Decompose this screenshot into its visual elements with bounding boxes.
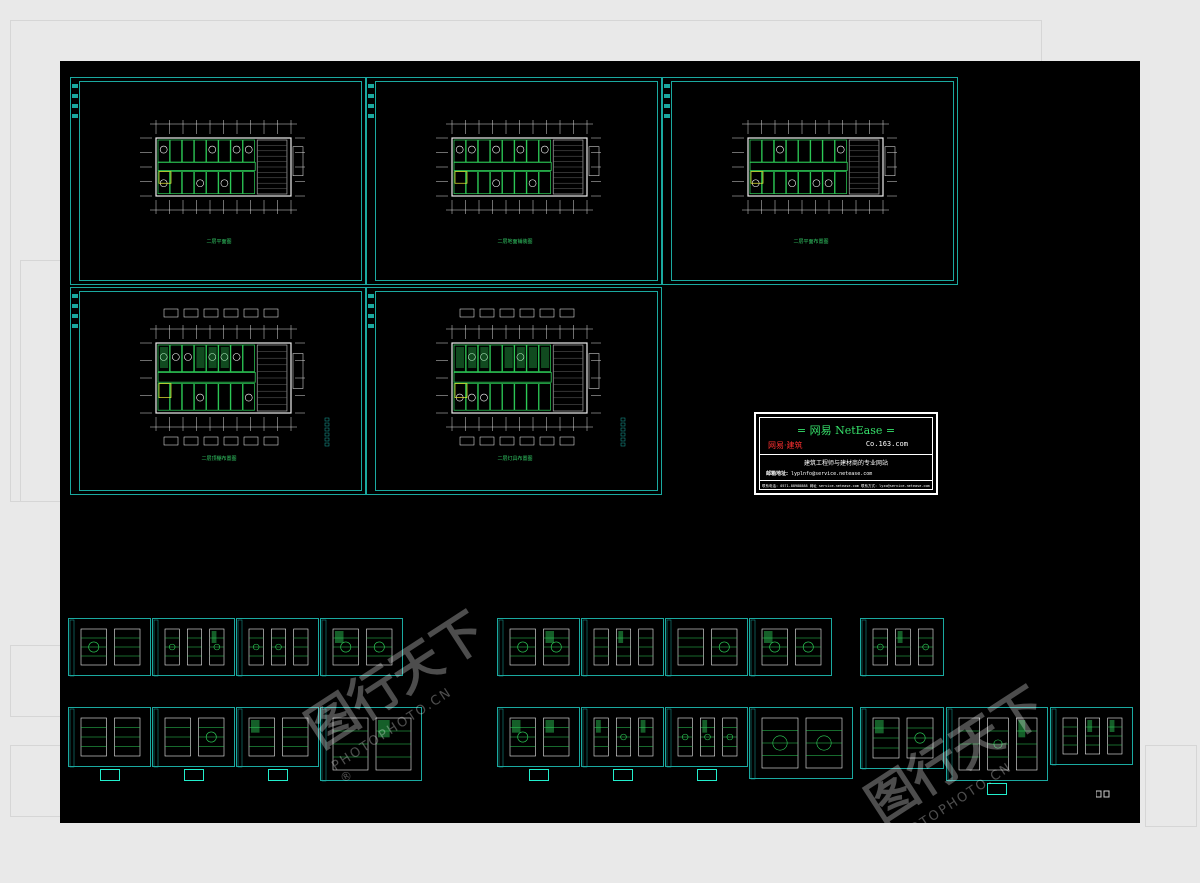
detail-sheet[interactable] xyxy=(665,618,748,677)
detail-sheet[interactable] xyxy=(320,618,403,677)
drawing-number-tag xyxy=(528,769,549,781)
detail-sheet[interactable] xyxy=(497,707,580,768)
detail-sheet[interactable] xyxy=(236,618,319,677)
sheet-caption: 二层顶棚布置图 xyxy=(201,456,237,462)
cad-drawing-canvas[interactable]: 二层平面图 二层地面铺装图 二层平面布置图 二层顶棚布置图 二层灯具布置图 = … xyxy=(60,61,1140,823)
detail-drawing xyxy=(750,619,822,677)
detail-sheet[interactable] xyxy=(946,707,1048,782)
plan-sheet[interactable]: 二层平面图 xyxy=(70,77,366,285)
detail-sheet[interactable] xyxy=(860,707,944,770)
title-block-contact: 邮箱地址:lyplnfo@service.netease.com xyxy=(766,471,873,477)
detail-sheet[interactable] xyxy=(581,618,664,677)
detail-drawing xyxy=(582,708,654,768)
title-block-slogan: 建筑工程师与建材商的专业网站 xyxy=(803,460,888,467)
detail-sheet[interactable] xyxy=(152,618,235,677)
detail-sheet[interactable] xyxy=(1050,707,1133,766)
detail-sheet[interactable] xyxy=(320,707,422,782)
detail-drawing xyxy=(861,619,934,677)
sheet-caption: 二层平面布置图 xyxy=(793,239,829,245)
detail-sheet[interactable] xyxy=(749,618,832,677)
detail-drawing xyxy=(237,708,309,768)
detail-drawing xyxy=(666,619,738,677)
drawing-number-tag xyxy=(987,783,1007,795)
detail-drawing xyxy=(947,708,1038,782)
drawing-number-tag xyxy=(267,769,288,781)
detail-sheet[interactable] xyxy=(860,618,944,677)
detail-drawing xyxy=(237,619,309,677)
drawing-number-tag xyxy=(612,769,633,781)
detail-sheet[interactable] xyxy=(68,618,151,677)
drawing-number-tag xyxy=(99,769,120,781)
floor-plan-drawing xyxy=(732,120,897,214)
detail-drawing xyxy=(750,708,843,780)
title-block: = 网易 NetEase = 网易·建筑 Co.163.com 建筑工程师与建材… xyxy=(754,412,938,495)
detail-sheet[interactable] xyxy=(665,707,748,768)
plan-sheet[interactable]: 二层平面布置图 xyxy=(662,77,958,285)
detail-drawing xyxy=(582,619,654,677)
detail-sheet[interactable] xyxy=(497,618,580,677)
title-block-domain: Co.163.com xyxy=(865,440,908,448)
detail-sheet[interactable] xyxy=(749,707,853,780)
background-sheet xyxy=(10,645,62,717)
detail-sheet[interactable] xyxy=(236,707,319,768)
plan-sheet[interactable]: 二层灯具布置图 xyxy=(366,287,662,495)
detail-drawing xyxy=(153,708,225,768)
drawing-number-tag xyxy=(183,769,204,781)
floor-plan-drawing xyxy=(140,120,305,214)
sheet-caption: 二层地面铺装图 xyxy=(497,239,533,245)
detail-sheet[interactable] xyxy=(152,707,235,768)
detail-drawing xyxy=(1051,708,1123,766)
end-marker-icon xyxy=(1095,783,1110,798)
floor-plan-drawing xyxy=(140,308,330,447)
detail-drawing xyxy=(153,619,225,677)
detail-drawing xyxy=(321,619,393,677)
title-block-title: = 网易 NetEase = xyxy=(796,424,896,437)
background-sheet xyxy=(1145,745,1197,827)
plan-sheet[interactable]: 二层顶棚布置图 xyxy=(70,287,366,495)
detail-drawing xyxy=(321,708,412,782)
plan-sheet[interactable]: 二层地面铺装图 xyxy=(366,77,662,285)
drawing-number-tag xyxy=(696,769,717,781)
sheet-caption: 二层灯具布置图 xyxy=(497,456,533,462)
detail-drawing xyxy=(69,619,141,677)
detail-sheet[interactable] xyxy=(68,707,151,768)
background-sheet xyxy=(20,260,62,502)
floor-plan-drawing xyxy=(436,308,626,447)
floor-plan-drawing xyxy=(436,120,601,214)
detail-drawing xyxy=(666,708,738,768)
detail-drawing xyxy=(498,619,570,677)
background-sheet xyxy=(10,745,62,817)
title-block-footer: 联系电话: 0571-88988888 网址 service.netease.c… xyxy=(762,484,930,488)
detail-drawing xyxy=(861,708,934,770)
title-block-brand: 网易·建筑 xyxy=(768,441,803,450)
detail-sheet[interactable] xyxy=(581,707,664,768)
sheet-caption: 二层平面图 xyxy=(206,239,232,245)
detail-drawing xyxy=(69,708,141,768)
detail-drawing xyxy=(498,708,570,768)
